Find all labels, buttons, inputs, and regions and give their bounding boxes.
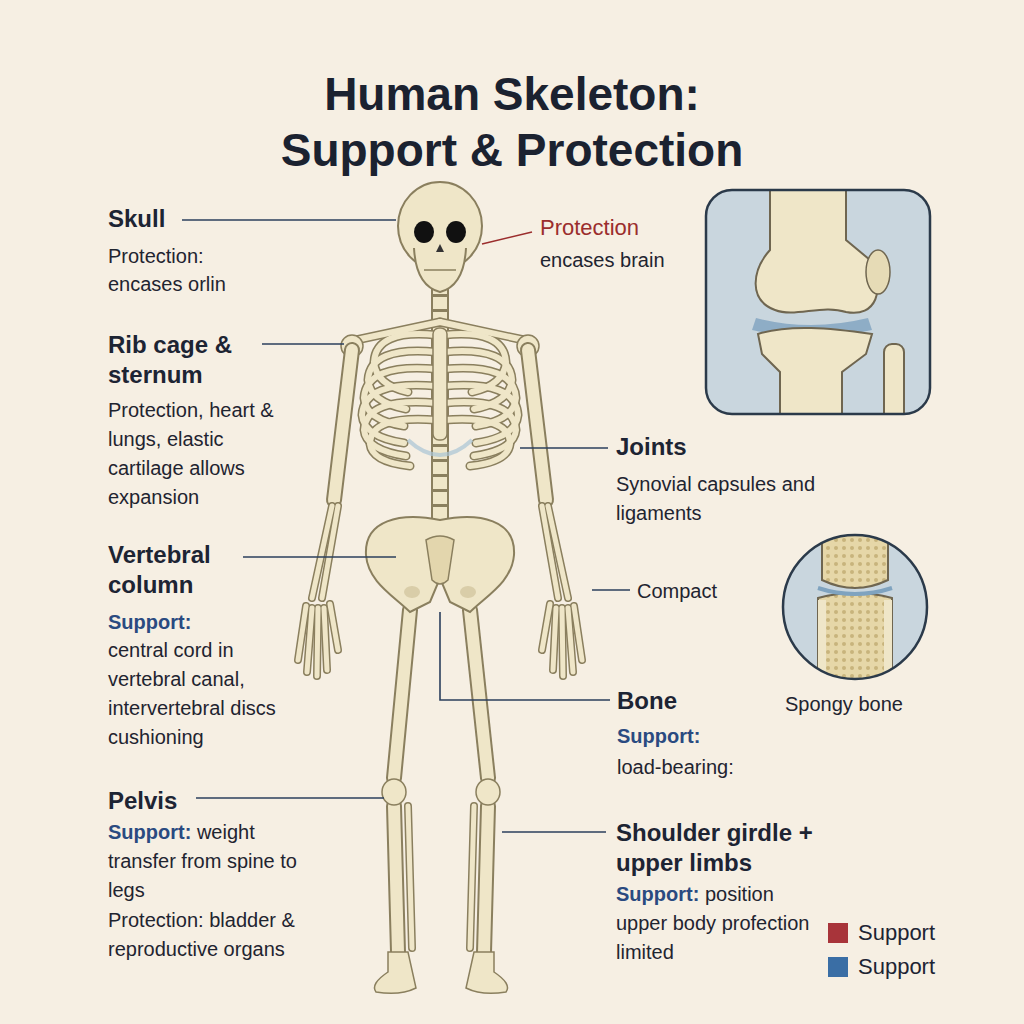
legend-row: Support: [828, 954, 935, 980]
label-block: Protection:: [108, 242, 204, 271]
label-text: Support:: [617, 725, 700, 747]
label-text: Protection: [540, 215, 639, 240]
label-block: Rib cage & sternum: [108, 330, 308, 390]
label-text: Skull: [108, 205, 165, 232]
label-text: Rib cage & sternum: [108, 331, 232, 388]
label-block: Synovial capsules and ligaments: [616, 470, 816, 528]
label-block: Pelvis: [108, 786, 177, 816]
label-block: encases brain: [540, 246, 665, 275]
label-text: Synovial capsules and ligaments: [616, 473, 815, 524]
label-block: Shoulder girdle + upper limbs: [616, 818, 846, 878]
label-block: Support:: [108, 608, 191, 637]
label-text: Pelvis: [108, 787, 177, 814]
label-block: Protection, heart & lungs, elastic carti…: [108, 396, 298, 512]
label-text: Support:: [108, 611, 191, 633]
label-text: Support:: [616, 883, 699, 905]
label-block: Support:weight transfer from spine to le…: [108, 818, 328, 905]
label-text: central cord in vertebral canal, interve…: [108, 639, 276, 748]
label-block: Skull: [108, 204, 165, 234]
label-block: Protection: [540, 214, 639, 243]
label-block: central cord in vertebral canal, interve…: [108, 636, 293, 752]
label-text: Vertebral column: [108, 541, 211, 598]
label-text: encases orlin: [108, 273, 226, 295]
label-text: load-bearing:: [617, 756, 734, 778]
label-block: load-bearing:: [617, 753, 734, 782]
label-text: Protection, heart & lungs, elastic carti…: [108, 399, 274, 508]
label-text: Joints: [616, 433, 687, 460]
label-block: Bone: [617, 686, 677, 716]
label-text: Support:: [108, 821, 191, 843]
legend-text: Support: [858, 954, 935, 980]
label-text: Protection:: [108, 909, 204, 931]
legend-text: Support: [858, 920, 935, 946]
label-block: Vertebral column: [108, 540, 268, 600]
label-block: encases orlin: [108, 270, 226, 299]
legend-row: Support: [828, 920, 935, 946]
legend-swatch: [828, 957, 848, 977]
label-text: encases brain: [540, 249, 665, 271]
label-block: Compact: [637, 577, 717, 606]
label-text: Spongy bone: [785, 693, 903, 715]
legend-swatch: [828, 923, 848, 943]
label-block: Spongy bone: [785, 690, 903, 719]
label-block: Joints: [616, 432, 687, 462]
label-text: Bone: [617, 687, 677, 714]
label-block: Support:: [617, 722, 700, 751]
label-text: Protection:: [108, 245, 204, 267]
label-text: Shoulder girdle + upper limbs: [616, 819, 813, 876]
label-block: Protection:bladder & reproductive organs: [108, 906, 358, 964]
label-text: Compact: [637, 580, 717, 602]
title: Human Skeleton: Support & Protection: [262, 66, 762, 178]
label-block: Support:position upper body profection l…: [616, 880, 816, 967]
